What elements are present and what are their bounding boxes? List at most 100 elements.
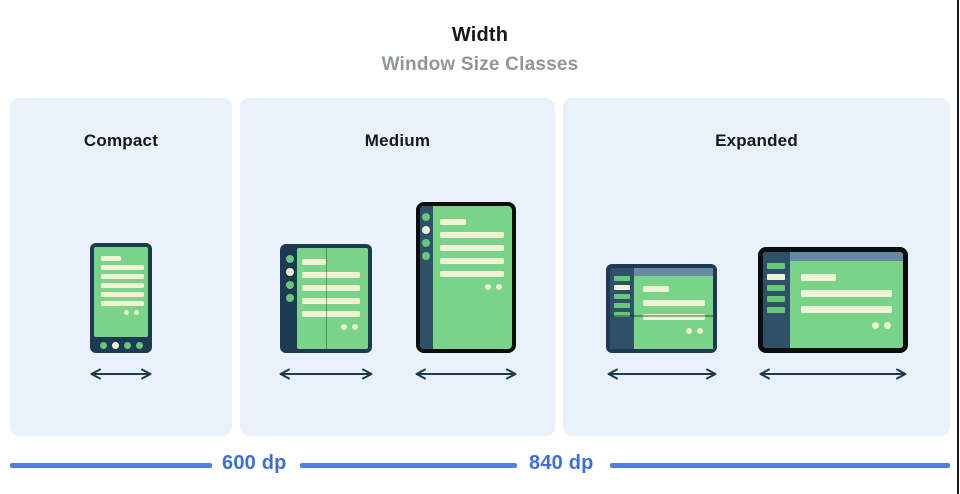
content-line — [643, 314, 705, 320]
content-line-short — [800, 274, 836, 281]
rail-dot — [286, 281, 294, 289]
screen-dot — [871, 322, 879, 329]
phone-navbar — [94, 337, 148, 353]
screen-dots — [801, 322, 892, 329]
width-arrow-icon — [278, 368, 374, 380]
content-line-short — [101, 256, 121, 261]
content-line-short — [301, 259, 326, 265]
sidebar-bar — [614, 303, 630, 308]
nav-rail — [284, 248, 297, 349]
screen-dot — [697, 328, 703, 334]
ruler-segment — [610, 463, 950, 468]
content-line — [439, 258, 504, 264]
main-pane — [789, 252, 903, 348]
sidebar-bar — [614, 276, 630, 281]
rail-dot — [286, 294, 294, 302]
app-topbar — [634, 268, 713, 276]
screen-dot — [134, 310, 139, 315]
screen-dot — [484, 284, 491, 290]
foldable-portrait-illustration — [279, 244, 372, 353]
width-arrow-icon — [89, 368, 153, 380]
screen-dots — [101, 310, 144, 315]
foldable-landscape-block — [606, 264, 718, 380]
content-line — [101, 274, 144, 279]
content-line — [101, 292, 144, 297]
rail-dot — [422, 252, 430, 260]
breakpoint-840dp-label: 840 dp — [529, 452, 594, 474]
ruler-segment — [10, 463, 212, 468]
phone-device-block — [89, 243, 153, 380]
sidebar-menu — [610, 268, 634, 349]
screen-dots — [440, 284, 504, 290]
screen-dots — [302, 324, 360, 330]
sidebar-bar — [767, 263, 785, 269]
rail-dot — [422, 213, 430, 221]
rail-dot — [422, 226, 430, 234]
screen-dot — [340, 324, 347, 330]
main-pane — [634, 268, 713, 349]
screenshot-edge-line — [957, 0, 959, 494]
sidebar-bar — [614, 312, 630, 317]
screen-dot — [351, 324, 358, 330]
nav-dot — [135, 341, 143, 349]
nav-dot — [123, 341, 131, 349]
width-arrow-icon — [606, 368, 718, 380]
content-line — [439, 271, 504, 277]
panel-expanded: Expanded — [563, 98, 950, 436]
tablet-screen — [433, 206, 512, 349]
medium-devices-row — [240, 202, 555, 380]
content-line — [301, 272, 360, 278]
tablet-landscape-illustration — [757, 247, 908, 353]
diagram-header: Width Window Size Classes — [0, 24, 960, 76]
screen-dot — [686, 328, 692, 334]
content-line — [301, 298, 360, 304]
panel-medium: Medium — [240, 98, 555, 436]
content-line — [439, 245, 504, 251]
panel-expanded-title: Expanded — [715, 131, 798, 150]
fold-seam — [610, 315, 713, 317]
nav-dot — [111, 341, 119, 349]
ruler-segment — [300, 463, 517, 468]
fold-seam — [325, 248, 327, 349]
sidebar-bar — [767, 274, 785, 280]
screen-dot — [495, 284, 502, 290]
content-line — [301, 285, 360, 291]
content-line-short — [439, 219, 466, 225]
content-line — [301, 311, 360, 317]
rail-dot — [286, 255, 294, 263]
sidebar-bar — [767, 285, 785, 291]
sidebar-bar — [614, 285, 630, 290]
page-title: Width — [451, 24, 509, 46]
rail-dot — [422, 239, 430, 247]
phone-illustration — [90, 243, 152, 353]
content-pane — [634, 276, 713, 349]
content-line — [439, 232, 504, 238]
page-subtitle: Window Size Classes — [381, 54, 579, 75]
rail-dot — [286, 268, 294, 276]
app-topbar — [789, 252, 903, 261]
dp-breakpoint-ruler: 600 dp 840 dp — [0, 452, 960, 478]
screen-dots — [643, 328, 705, 334]
tablet-portrait-block — [414, 202, 518, 380]
content-line — [101, 301, 144, 306]
panel-medium-title: Medium — [364, 131, 431, 150]
content-line — [800, 290, 892, 297]
breakpoint-600dp-label: 600 dp — [222, 452, 287, 474]
screen-dot — [883, 322, 891, 329]
compact-devices-row — [10, 243, 232, 380]
phone-screen — [94, 247, 148, 337]
panel-compact: Compact — [10, 98, 232, 436]
content-line — [101, 265, 144, 270]
expanded-devices-row — [563, 247, 950, 380]
tablet-landscape-block — [757, 247, 908, 380]
foldable-portrait-block — [278, 244, 374, 380]
width-arrow-icon — [758, 368, 908, 380]
content-line — [800, 306, 892, 313]
content-pane — [789, 261, 903, 348]
tablet-portrait-illustration — [415, 202, 516, 353]
nav-rail — [419, 206, 433, 349]
sidebar-bar — [614, 294, 630, 299]
content-line — [643, 300, 705, 306]
foldable-landscape-illustration — [606, 264, 717, 353]
